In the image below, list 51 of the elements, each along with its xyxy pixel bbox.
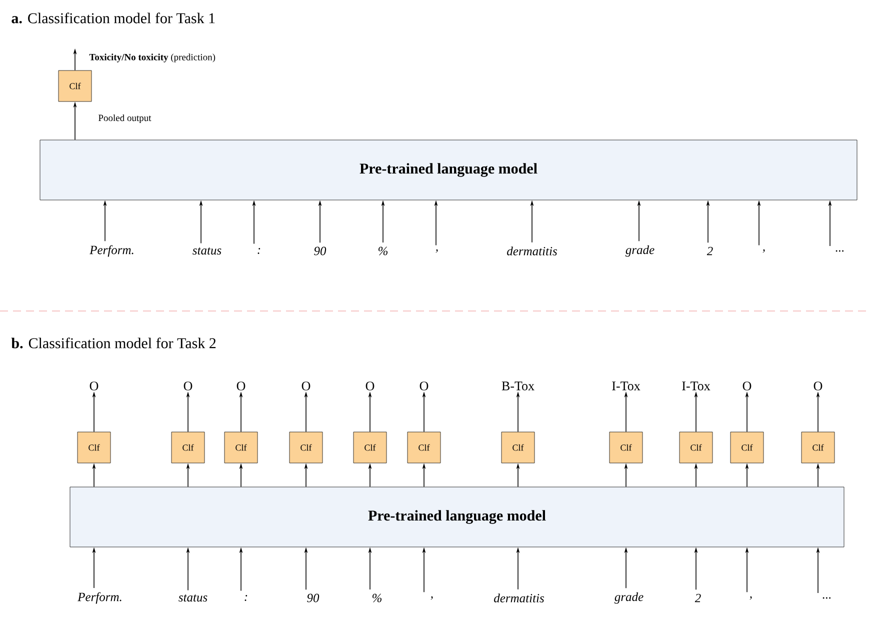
input-token: Perform. [90, 245, 134, 257]
prediction-label: Toxicity/No toxicity (prediction) [89, 54, 216, 62]
classifier-box: Clf [171, 432, 205, 464]
input-token: grade [614, 592, 644, 604]
input-token: dermatitis [507, 246, 557, 256]
classifier-box: Clf [353, 432, 387, 464]
classifier-box: Clf [609, 432, 643, 464]
classifier-box: Clf [289, 432, 323, 464]
input-token: 2 [694, 594, 701, 602]
input-token: 90 [314, 246, 326, 256]
input-token: status [192, 247, 222, 255]
classifier-box: Clf [224, 432, 258, 464]
classifier-box: Clf [679, 432, 713, 464]
input-token: , [750, 596, 752, 600]
classifier-box: Clf [77, 432, 111, 464]
input-token: : [258, 248, 260, 254]
classifier-box: Clf [730, 432, 764, 464]
panel-title: b. Classification model for Task 2 [11, 338, 216, 348]
input-token: status [178, 594, 208, 602]
input-token: 90 [307, 594, 320, 602]
output-tag: O [366, 382, 374, 390]
input-token: % [378, 246, 388, 256]
classifier-box: Clf [407, 432, 441, 464]
output-tag: O [236, 382, 246, 390]
output-tag: O [184, 382, 192, 390]
input-token: : [244, 594, 248, 601]
language-model-box: Pre-trained language model [70, 486, 844, 548]
output-tag: I-Tox [682, 382, 710, 390]
input-token: , [430, 596, 433, 600]
output-tag: I-Tox [612, 382, 640, 390]
input-token: ... [836, 250, 844, 252]
classifier-box: Clf [58, 70, 92, 102]
output-tag: O [90, 382, 98, 390]
input-token: ... [822, 597, 831, 599]
edge-label: Pooled output [98, 114, 152, 124]
panel-title: a. Classification model for Task 1 [12, 12, 215, 24]
input-token: , [762, 249, 765, 253]
input-token: dermatitis [494, 594, 544, 602]
input-token: % [372, 594, 382, 602]
output-tag: O [814, 382, 822, 390]
output-tag: B-Tox [502, 382, 534, 390]
output-tag: O [420, 382, 428, 390]
input-token: Perform. [78, 592, 122, 604]
input-token: , [436, 249, 438, 253]
language-model-box: Pre-trained language model [40, 140, 858, 200]
classifier-box: Clf [501, 432, 535, 464]
input-token: grade [625, 245, 654, 257]
output-tag: O [302, 382, 310, 390]
classifier-box: Clf [801, 432, 835, 464]
output-tag: O [742, 382, 752, 390]
input-token: 2 [706, 246, 713, 256]
